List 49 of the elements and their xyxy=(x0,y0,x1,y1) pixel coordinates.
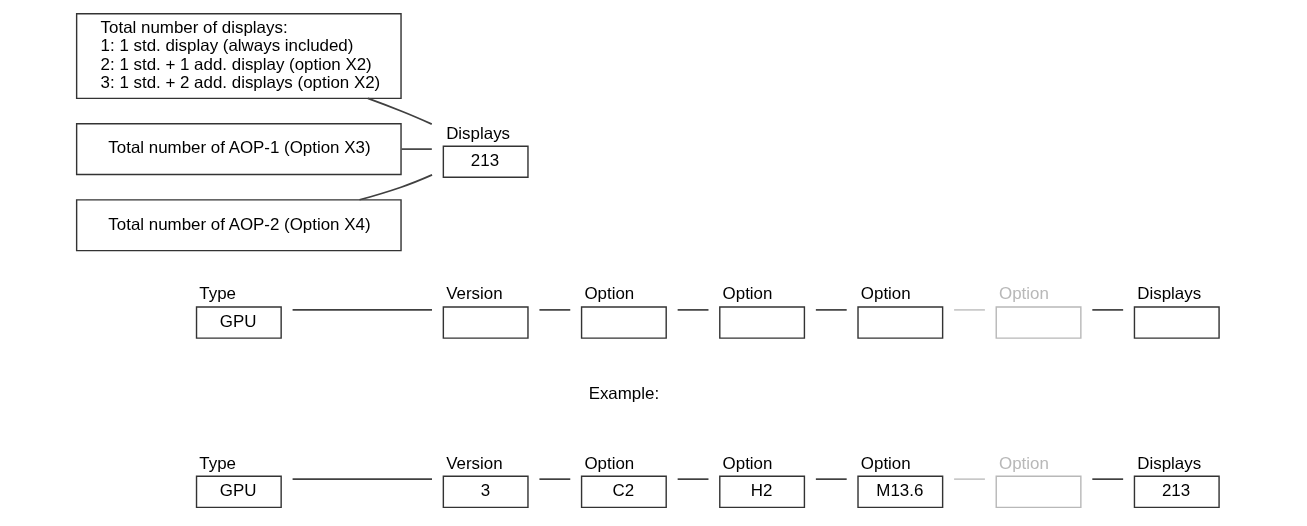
connector xyxy=(676,309,710,311)
node-box: 3 xyxy=(442,475,529,509)
node-label: Version xyxy=(446,284,503,304)
node-label: Type xyxy=(199,453,236,473)
node-label: Option xyxy=(860,284,911,304)
node-label: Option xyxy=(860,453,911,473)
node-label: Option xyxy=(584,453,635,473)
connector xyxy=(953,309,986,311)
node-box: Total number of AOP-2 (Option X4) xyxy=(75,199,402,252)
node-box: 213 xyxy=(442,145,529,179)
connector xyxy=(538,478,572,480)
node-box: H2 xyxy=(719,475,806,509)
node-box xyxy=(442,306,529,339)
node-box xyxy=(719,306,806,339)
connector xyxy=(1091,478,1124,480)
node-label: Displays xyxy=(446,123,511,143)
node-box: GPU xyxy=(195,306,282,339)
connector xyxy=(358,174,433,201)
node-label: Version xyxy=(446,453,503,473)
connector xyxy=(367,97,433,125)
label: Example: xyxy=(588,383,660,403)
node-box xyxy=(1133,306,1220,339)
connector xyxy=(538,309,572,311)
node-label: Option xyxy=(999,284,1049,304)
node-box: Total number of displays: 1: 1 std. display (always included) 2: 1 std. + 1 add. display (option X2) 3: 1 std. + 2 add. displays (option X2) xyxy=(75,13,402,100)
connector xyxy=(953,478,986,480)
connector xyxy=(676,478,710,480)
node-box xyxy=(857,306,944,339)
node-label: Option xyxy=(722,284,773,304)
node-box: 213 xyxy=(1133,475,1220,509)
connector xyxy=(1091,309,1124,311)
node-label: Type xyxy=(199,284,236,304)
node-box: Total number of AOP-1 (Option X3) xyxy=(75,123,402,176)
connector xyxy=(291,478,433,480)
node-box: M13.6 xyxy=(857,475,944,509)
node-box: C2 xyxy=(580,475,667,509)
connector xyxy=(815,309,848,311)
node-box: GPU xyxy=(195,475,282,509)
connector xyxy=(291,309,433,311)
node-box xyxy=(995,306,1082,339)
node-label: Option xyxy=(722,453,773,473)
node-box xyxy=(995,475,1082,509)
node-label: Displays xyxy=(1137,453,1202,473)
node-label: Displays xyxy=(1137,284,1202,304)
connector xyxy=(400,148,433,150)
node-label: Option xyxy=(584,284,635,304)
connector xyxy=(815,478,848,480)
node-box xyxy=(580,306,667,339)
node-label: Option xyxy=(999,453,1049,473)
